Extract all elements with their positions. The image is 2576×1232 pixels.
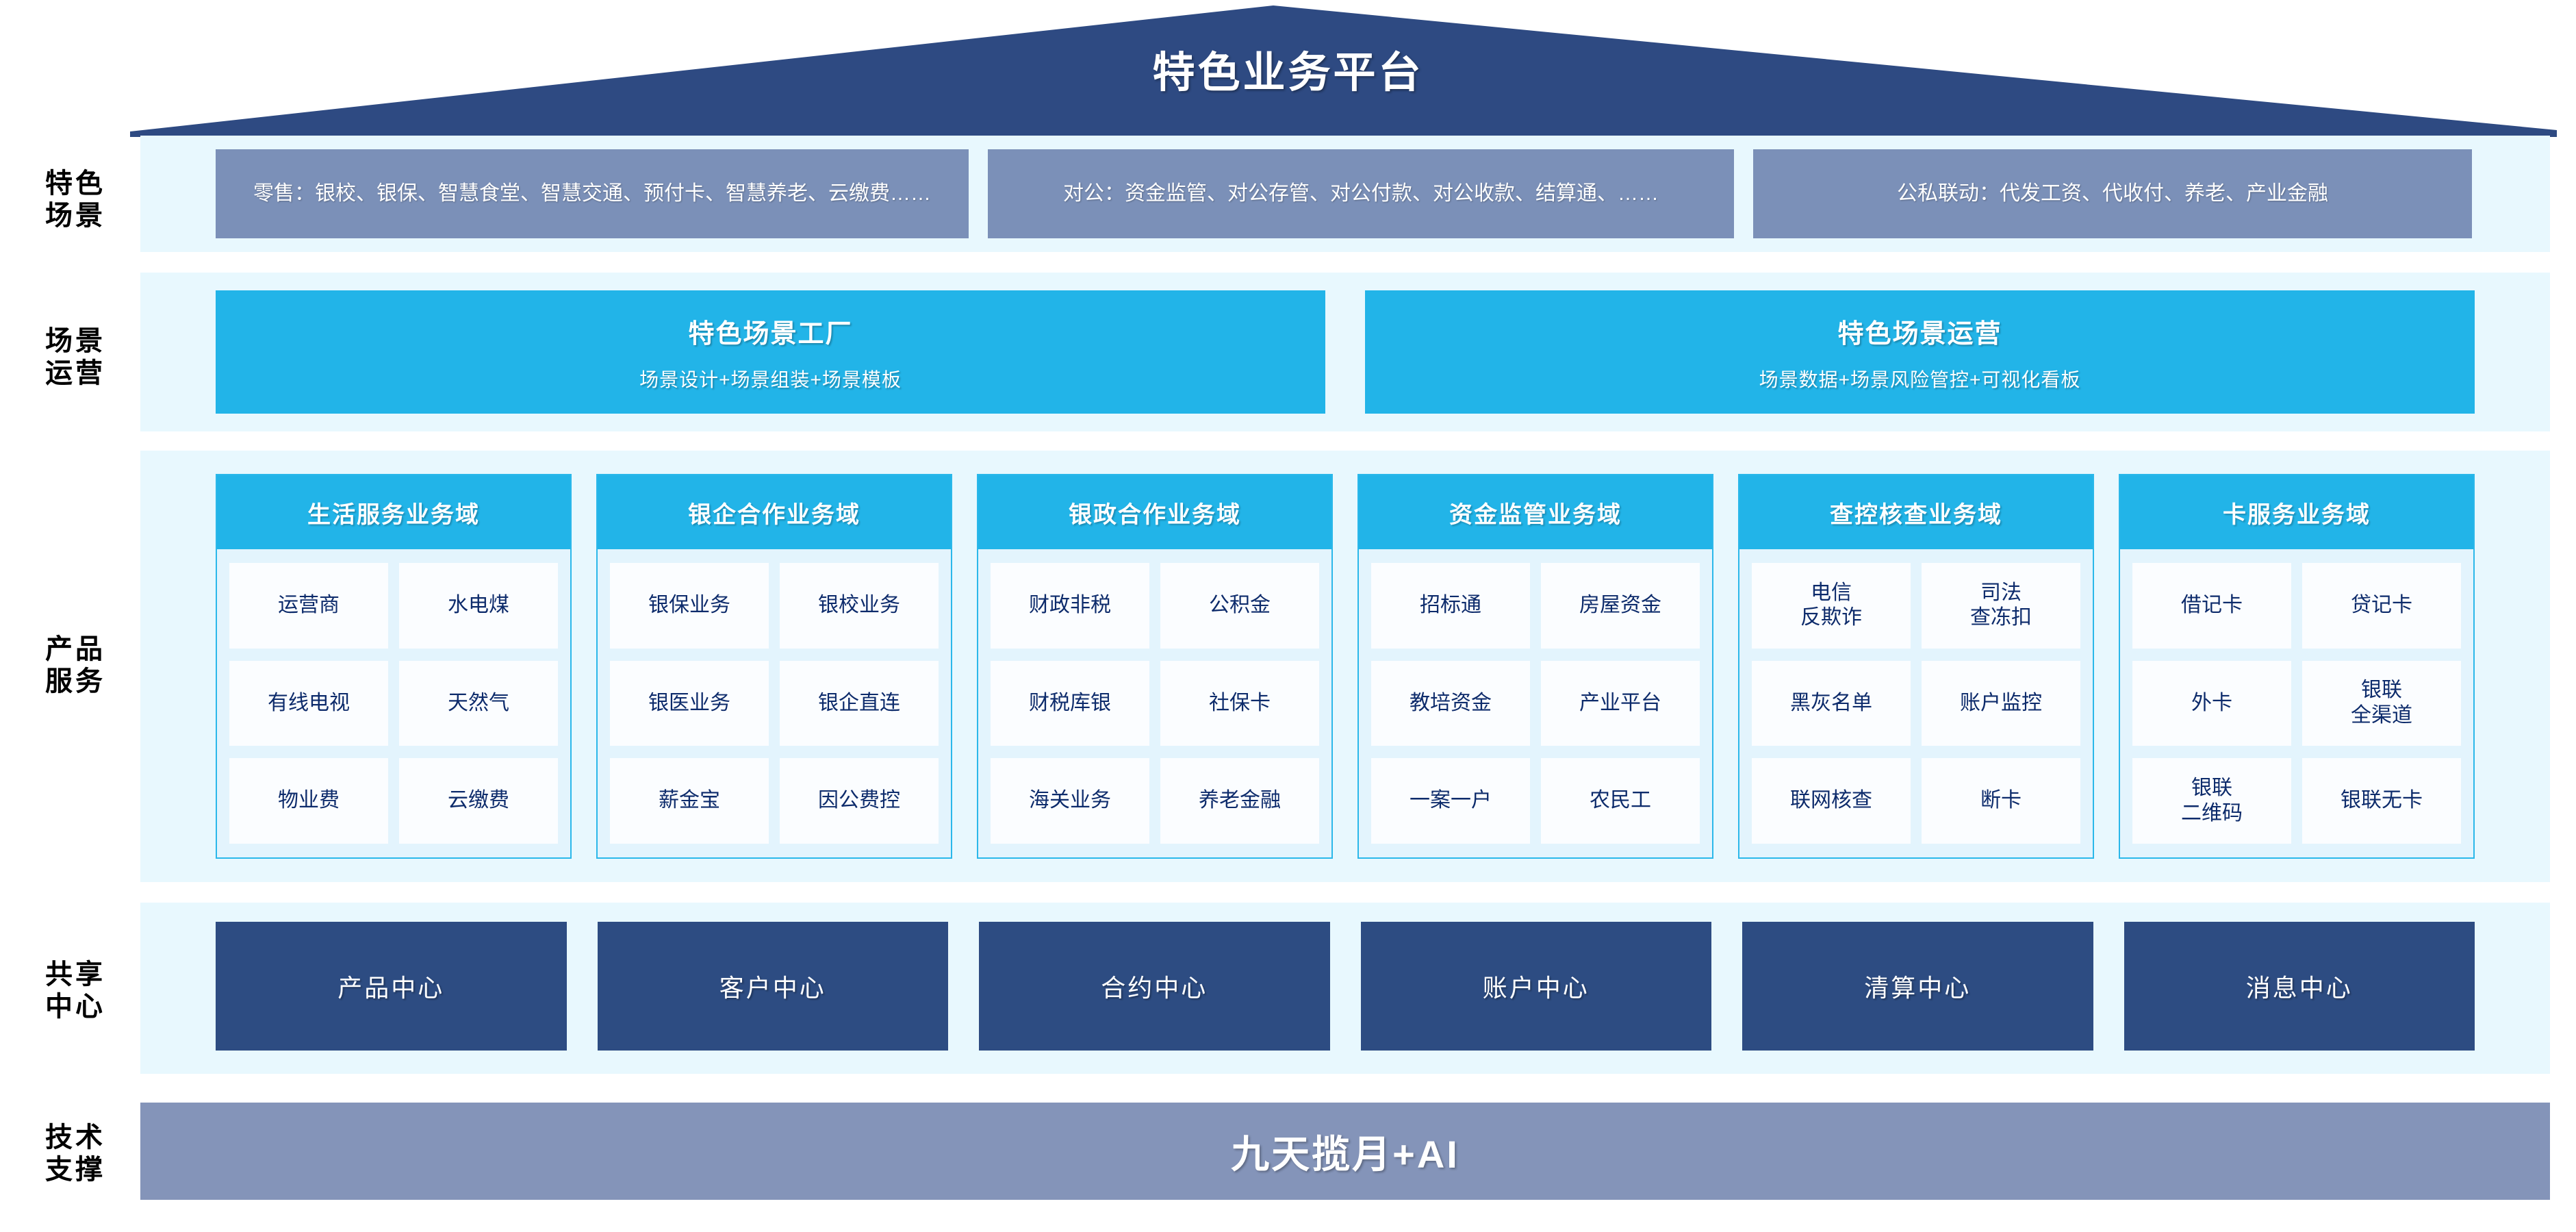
product-domain-card[interactable]: 生活服务业务域运营商水电煤有线电视天然气物业费云缴费 (216, 474, 572, 859)
product-item-cell[interactable]: 银联 二维码 (2132, 758, 2291, 844)
scenario-operation-title: 特色场景运营 (1837, 319, 2002, 349)
product-domain-card[interactable]: 卡服务业务域借记卡贷记卡外卡银联 全渠道银联 二维码银联无卡 (2119, 474, 2475, 859)
product-domain-group: 生活服务业务域运营商水电煤有线电视天然气物业费云缴费银企合作业务域银保业务银校业… (216, 474, 2475, 859)
product-domain-title: 查控核查业务域 (1739, 475, 2093, 549)
product-item-cell[interactable]: 薪金宝 (610, 758, 769, 844)
product-services-panel: 生活服务业务域运营商水电煤有线电视天然气物业费云缴费银企合作业务域银保业务银校业… (140, 451, 2550, 882)
product-item-cell[interactable]: 银企直连 (780, 660, 939, 746)
scenario-box-corporate[interactable]: 对公：资金监管、对公存管、对公付款、对公收款、结算通、…… (988, 149, 1734, 238)
product-item-cell[interactable]: 黑灰名单 (1752, 660, 1911, 746)
product-item-cell[interactable]: 有线电视 (229, 660, 388, 746)
product-item-cell[interactable]: 司法 查冻扣 (1922, 563, 2080, 649)
product-domain-item-grid: 招标通房屋资金教培资金产业平台一案一户农民工 (1359, 549, 1712, 857)
product-item-cell[interactable]: 招标通 (1371, 563, 1530, 649)
product-domain-title: 资金监管业务域 (1359, 475, 1712, 549)
shared-center-group: 产品中心客户中心合约中心账户中心清算中心消息中心 (216, 922, 2475, 1051)
product-item-cell[interactable]: 天然气 (399, 660, 558, 746)
product-item-cell[interactable]: 教培资金 (1371, 660, 1530, 746)
row-label-tech-support: 技术 支撑 (45, 1122, 105, 1185)
scenario-operation-panel: 特色场景工厂 场景设计+场景组装+场景模板 特色场景运营 场景数据+场景风险管控… (140, 273, 2550, 431)
product-item-cell[interactable]: 银保业务 (610, 563, 769, 649)
shared-center-box[interactable]: 客户中心 (597, 922, 948, 1051)
product-item-cell[interactable]: 财税库银 (991, 660, 1149, 746)
scenario-operation-subtitle: 场景数据+场景风险管控+可视化看板 (1759, 368, 2081, 390)
product-item-cell[interactable]: 房屋资金 (1541, 563, 1700, 649)
product-item-cell[interactable]: 借记卡 (2132, 563, 2291, 649)
shared-center-box[interactable]: 清算中心 (1742, 922, 2093, 1051)
product-item-cell[interactable]: 公积金 (1160, 563, 1319, 649)
product-item-cell[interactable]: 账户监控 (1922, 660, 2080, 746)
shared-center-box[interactable]: 产品中心 (216, 922, 567, 1051)
featured-scenarios-panel: 零售：银校、银保、智慧食堂、智慧交通、预付卡、智慧养老、云缴费…… 对公：资金监… (140, 136, 2550, 252)
row-label-featured-scenarios: 特色 场景 (45, 168, 105, 231)
product-item-cell[interactable]: 物业费 (229, 758, 388, 844)
product-domain-title: 生活服务业务域 (217, 475, 570, 549)
product-item-cell[interactable]: 银联 全渠道 (2302, 660, 2461, 746)
row-label-product-services: 产品 服务 (45, 634, 105, 697)
roof-chevron-shape (130, 5, 2557, 137)
scenario-box-public-private[interactable]: 公私联动：代发工资、代收付、养老、产业金融 (1753, 149, 2472, 238)
product-item-cell[interactable]: 社保卡 (1160, 660, 1319, 746)
product-item-cell[interactable]: 外卡 (2132, 660, 2291, 746)
product-item-cell[interactable]: 运营商 (229, 563, 388, 649)
product-item-cell[interactable]: 一案一户 (1371, 758, 1530, 844)
product-domain-card[interactable]: 查控核查业务域电信 反欺诈司法 查冻扣黑灰名单账户监控联网核查断卡 (1738, 474, 2094, 859)
scenario-operation-card[interactable]: 特色场景运营 场景数据+场景风险管控+可视化看板 (1365, 290, 2475, 414)
product-item-cell[interactable]: 海关业务 (991, 758, 1149, 844)
product-item-cell[interactable]: 银联无卡 (2302, 758, 2461, 844)
product-item-cell[interactable]: 水电煤 (399, 563, 558, 649)
product-item-cell[interactable]: 农民工 (1541, 758, 1700, 844)
product-item-cell[interactable]: 财政非税 (991, 563, 1149, 649)
product-item-cell[interactable]: 云缴费 (399, 758, 558, 844)
scenario-operation-group: 特色场景工厂 场景设计+场景组装+场景模板 特色场景运营 场景数据+场景风险管控… (216, 290, 2475, 414)
row-label-shared-centers: 共享 中心 (45, 959, 105, 1022)
product-domain-card[interactable]: 银政合作业务域财政非税公积金财税库银社保卡海关业务养老金融 (977, 474, 1333, 859)
product-domain-item-grid: 运营商水电煤有线电视天然气物业费云缴费 (217, 549, 570, 857)
platform-roof: 特色业务平台 (0, 0, 2576, 137)
product-item-cell[interactable]: 联网核查 (1752, 758, 1911, 844)
scenario-factory-card[interactable]: 特色场景工厂 场景设计+场景组装+场景模板 (216, 290, 1325, 414)
product-domain-title: 银政合作业务域 (978, 475, 1331, 549)
product-domain-item-grid: 借记卡贷记卡外卡银联 全渠道银联 二维码银联无卡 (2120, 549, 2473, 857)
product-item-cell[interactable]: 电信 反欺诈 (1752, 563, 1911, 649)
scenario-box-group: 零售：银校、银保、智慧食堂、智慧交通、预付卡、智慧养老、云缴费…… 对公：资金监… (216, 149, 2475, 238)
shared-centers-panel: 产品中心客户中心合约中心账户中心清算中心消息中心 (140, 903, 2550, 1074)
row-label-scenario-operation: 场景 运营 (45, 326, 105, 389)
product-item-cell[interactable]: 养老金融 (1160, 758, 1319, 844)
shared-center-box[interactable]: 合约中心 (979, 922, 1330, 1051)
tech-support-bar[interactable]: 九天揽月+AI (140, 1103, 2550, 1200)
product-item-cell[interactable]: 贷记卡 (2302, 563, 2461, 649)
product-domain-title: 卡服务业务域 (2120, 475, 2473, 549)
scenario-factory-title: 特色场景工厂 (688, 319, 853, 349)
product-domain-item-grid: 电信 反欺诈司法 查冻扣黑灰名单账户监控联网核查断卡 (1739, 549, 2093, 857)
product-domain-item-grid: 银保业务银校业务银医业务银企直连薪金宝因公费控 (598, 549, 951, 857)
product-item-cell[interactable]: 断卡 (1922, 758, 2080, 844)
product-item-cell[interactable]: 因公费控 (780, 758, 939, 844)
product-domain-card[interactable]: 资金监管业务域招标通房屋资金教培资金产业平台一案一户农民工 (1357, 474, 1713, 859)
product-domain-item-grid: 财政非税公积金财税库银社保卡海关业务养老金融 (978, 549, 1331, 857)
product-item-cell[interactable]: 产业平台 (1541, 660, 1700, 746)
product-domain-title: 银企合作业务域 (598, 475, 951, 549)
product-item-cell[interactable]: 银校业务 (780, 563, 939, 649)
shared-center-box[interactable]: 账户中心 (1360, 922, 1711, 1051)
shared-center-box[interactable]: 消息中心 (2124, 922, 2475, 1051)
scenario-factory-subtitle: 场景设计+场景组装+场景模板 (639, 368, 902, 390)
product-item-cell[interactable]: 银医业务 (610, 660, 769, 746)
product-domain-card[interactable]: 银企合作业务域银保业务银校业务银医业务银企直连薪金宝因公费控 (596, 474, 952, 859)
scenario-box-retail[interactable]: 零售：银校、银保、智慧食堂、智慧交通、预付卡、智慧养老、云缴费…… (216, 149, 969, 238)
